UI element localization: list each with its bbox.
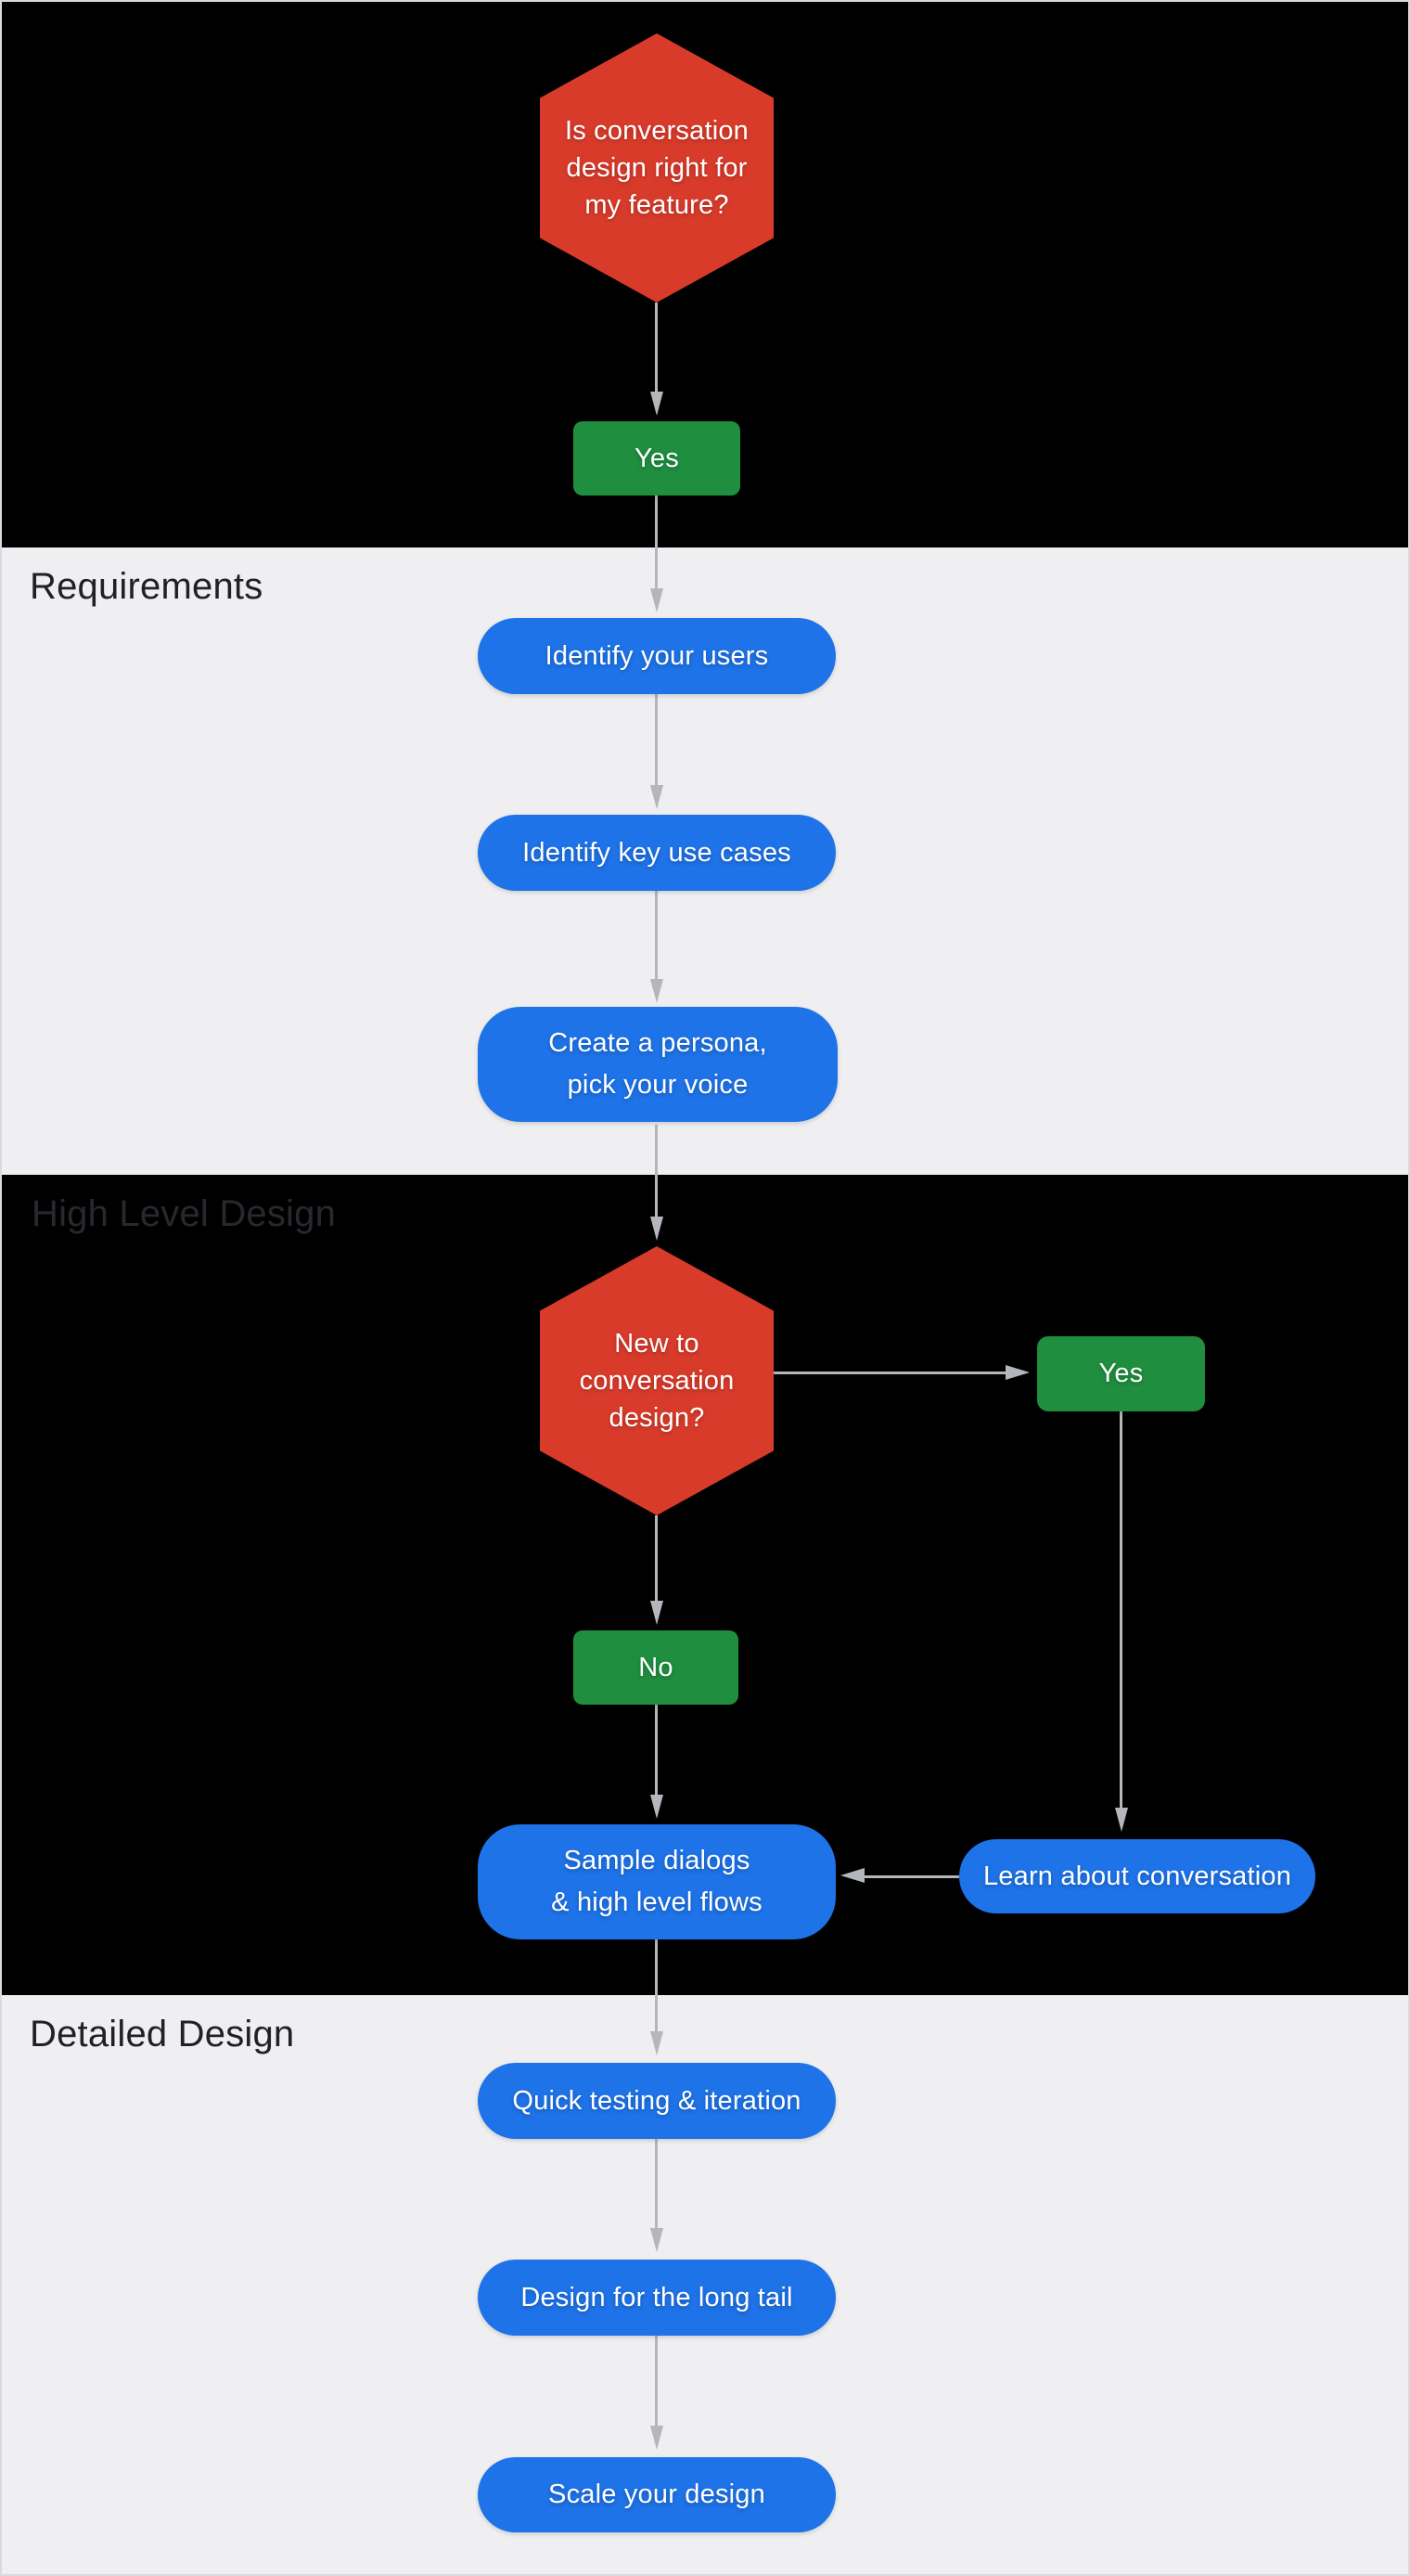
arrowhead-persona-to-decision2 bbox=[650, 1217, 663, 1241]
connector-identify-users-to-use-cases bbox=[655, 694, 658, 785]
connector-decision2-to-yes bbox=[774, 1372, 1006, 1374]
decision-new-to-conversation-design: New to conversation design? bbox=[540, 1246, 774, 1515]
connector-long-tail-to-scale bbox=[655, 2336, 658, 2426]
arrowhead-identify-users-to-use-cases bbox=[650, 785, 663, 809]
answer-no-new: No bbox=[573, 1630, 738, 1705]
connector-quick-testing-to-long-tail bbox=[655, 2139, 658, 2228]
arrowhead-quick-testing-to-long-tail bbox=[650, 2228, 663, 2252]
step-identify-key-use-cases: Identify key use cases bbox=[478, 815, 836, 891]
step-design-for-long-tail: Design for the long tail bbox=[478, 2260, 836, 2336]
connector-decision1-to-yes bbox=[655, 303, 658, 392]
arrowhead-decision1-to-yes bbox=[650, 392, 663, 416]
arrowhead-yes-to-identify-users bbox=[650, 588, 663, 612]
connector-use-cases-to-persona bbox=[655, 891, 658, 979]
step-scale-your-design: Scale your design bbox=[478, 2457, 836, 2532]
step-identify-your-users: Identify your users bbox=[478, 618, 836, 694]
connector-learn-to-sample-dialogs bbox=[865, 1875, 959, 1878]
decision-line: design right for bbox=[566, 153, 748, 183]
step-line: Sample dialogs bbox=[563, 1846, 750, 1875]
step-quick-testing-iteration: Quick testing & iteration bbox=[478, 2063, 836, 2139]
connector-decision2-to-no bbox=[655, 1515, 658, 1601]
answer-yes-new: Yes bbox=[1037, 1336, 1205, 1411]
connector-no-to-sample-dialogs bbox=[655, 1705, 658, 1795]
decision-is-conversation-design-right: Is conversation design right for my feat… bbox=[540, 33, 774, 303]
decision-line: Is conversation bbox=[564, 116, 750, 146]
arrowhead-sample-to-quick-testing bbox=[650, 2031, 663, 2055]
decision-line: conversation bbox=[579, 1366, 735, 1396]
step-learn-about-conversation: Learn about conversation bbox=[959, 1839, 1315, 1913]
step-line: pick your voice bbox=[567, 1070, 749, 1100]
connector-persona-to-decision2 bbox=[655, 1125, 658, 1217]
arrowhead-decision2-to-yes bbox=[1006, 1365, 1030, 1380]
arrowhead-learn-to-sample-dialogs bbox=[840, 1868, 865, 1883]
arrowhead-no-to-sample-dialogs bbox=[650, 1795, 663, 1819]
decision-line: design? bbox=[609, 1403, 705, 1433]
answer-yes-start: Yes bbox=[573, 421, 740, 496]
arrowhead-use-cases-to-persona bbox=[650, 979, 663, 1003]
decision-line: New to bbox=[614, 1329, 699, 1359]
connector-yes-to-identify-users bbox=[655, 496, 658, 588]
section-label-detailed-design: Detailed Design bbox=[30, 2014, 295, 2054]
connector-yes-to-learn bbox=[1120, 1411, 1122, 1808]
step-sample-dialogs: Sample dialogs & high level flows bbox=[478, 1824, 836, 1939]
connector-sample-to-quick-testing bbox=[655, 1939, 658, 2031]
step-line: & high level flows bbox=[551, 1887, 763, 1917]
decision-line: my feature? bbox=[584, 190, 729, 220]
step-line: Create a persona, bbox=[548, 1028, 767, 1058]
arrowhead-yes-to-learn bbox=[1115, 1808, 1128, 1832]
section-label-requirements: Requirements bbox=[30, 566, 263, 607]
section-label-high-level-design: High Level Design bbox=[32, 1193, 337, 1234]
step-create-a-persona: Create a persona, pick your voice bbox=[478, 1007, 838, 1122]
arrowhead-long-tail-to-scale bbox=[650, 2426, 663, 2450]
arrowhead-decision2-to-no bbox=[650, 1601, 663, 1625]
